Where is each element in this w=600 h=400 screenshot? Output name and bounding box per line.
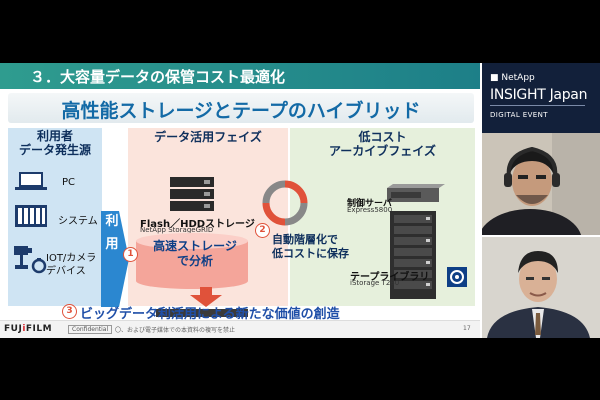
- presentation-slide: ３．大容量データの保管コスト最適化 高性能ストレージとテープのハイブリッド 利用…: [0, 63, 480, 338]
- fast-storage-cylinder: [136, 233, 248, 289]
- camera-device-icon: [14, 246, 47, 274]
- netapp-logo-text: ■ NetApp: [490, 73, 535, 83]
- source-label-device: デバイス: [46, 266, 86, 277]
- speaker-1-image: [482, 133, 600, 235]
- auto-tiering-line1: 自動階層化で: [272, 233, 338, 246]
- event-title: INSIGHT Japan: [490, 87, 588, 103]
- event-brand-panel: ■ NetApp INSIGHT Japan DIGITAL EVENT: [482, 63, 600, 133]
- subtitle-band: 高性能ストレージとテープのハイブリッド: [8, 93, 474, 123]
- brand-divider: [490, 105, 585, 106]
- tape-drive-slot: [156, 309, 248, 317]
- logo-part-c: FILM: [25, 324, 53, 334]
- fast-storage-line1: 高速ストレージ: [153, 239, 237, 253]
- header-utilization: データ活用フェイズ: [154, 130, 262, 144]
- controller-server-label: 制御サーバ: [347, 199, 392, 209]
- cycle-arrows-icon: [262, 180, 308, 226]
- storage-appliance-icon: [170, 177, 214, 211]
- use-label-char1: 利: [105, 214, 119, 229]
- fast-storage-analysis-text: 高速ストレージ で分析: [140, 239, 250, 269]
- step-badge-1: 1: [123, 247, 138, 262]
- value-creation-message: ビッグデータ利活用による新たな価値の創造: [80, 307, 340, 322]
- server-rack-icon: [15, 205, 47, 227]
- video-feed-speaker-1: [482, 133, 600, 235]
- step-badge-2: 2: [255, 223, 270, 238]
- source-label-system: システム: [58, 216, 98, 227]
- fast-storage-line2: で分析: [176, 254, 213, 268]
- fujifilm-logo: FUJiFILM: [4, 324, 52, 334]
- logo-part-b: i: [22, 324, 26, 334]
- video-letterbox-top: [0, 0, 600, 63]
- slide-title: ３．大容量データの保管コスト最適化: [30, 68, 286, 86]
- header-archive: 低コスト アーカイブフェイズ: [290, 130, 475, 158]
- logo-part-a: FUJ: [4, 324, 23, 334]
- use-label-char2: 用: [105, 237, 119, 252]
- speaker-2-image: [482, 237, 600, 338]
- source-label-iot-camera: IOT/カメラ: [46, 253, 97, 264]
- flash-storage-sublabel: NetApp StorageGRID: [140, 226, 214, 234]
- source-label-pc: PC: [62, 177, 76, 188]
- page-number: 17: [463, 325, 471, 332]
- tape-library-icon: [390, 211, 436, 299]
- down-arrow-icon: [190, 287, 222, 307]
- use-label: 利 用: [99, 213, 125, 253]
- event-subtitle: DIGITAL EVENT: [490, 111, 548, 119]
- step-badge-3: 3: [62, 304, 77, 319]
- tape-library-label: テープライブラリ: [350, 272, 430, 283]
- controller-server-sublabel: Express5800: [347, 206, 393, 214]
- panel-archive: [290, 128, 475, 306]
- header-users-line2: データ発生源: [18, 143, 91, 157]
- flash-storage-label: Flash／HDDストレージ: [140, 219, 255, 230]
- header-archive-line2: アーカイブフェイズ: [329, 144, 436, 158]
- header-users-line1: 利用者: [36, 129, 73, 143]
- video-letterbox-bottom: [0, 338, 600, 400]
- slide-footer: FUJiFILM Confidential 〇、および電子媒体での本資料の複写を…: [0, 320, 480, 338]
- tape-library-sublabel: iStorage T280: [350, 279, 400, 287]
- footer-note: 〇、および電子媒体での本資料の複写を禁止: [115, 327, 236, 334]
- auto-tiering-line2: 低コストに保存: [272, 247, 349, 260]
- confidential-tag: Confidential: [68, 325, 113, 334]
- use-arrow-shape: [101, 211, 129, 307]
- controller-server-icon: [387, 184, 445, 202]
- laptop-icon: [15, 172, 47, 190]
- video-feed-speaker-2: [482, 237, 600, 338]
- header-users: 利用者 データ発生源: [8, 129, 102, 157]
- slide-header-bar: ３．大容量データの保管コスト最適化: [0, 63, 480, 89]
- tape-cartridge-icon: [447, 267, 467, 287]
- netapp-name: NetApp: [501, 73, 535, 83]
- auto-tiering-text: 自動階層化で 低コストに保存: [272, 233, 372, 261]
- slide-subtitle: 高性能ストレージとテープのハイブリッド: [61, 100, 421, 122]
- header-archive-line1: 低コスト: [358, 130, 407, 144]
